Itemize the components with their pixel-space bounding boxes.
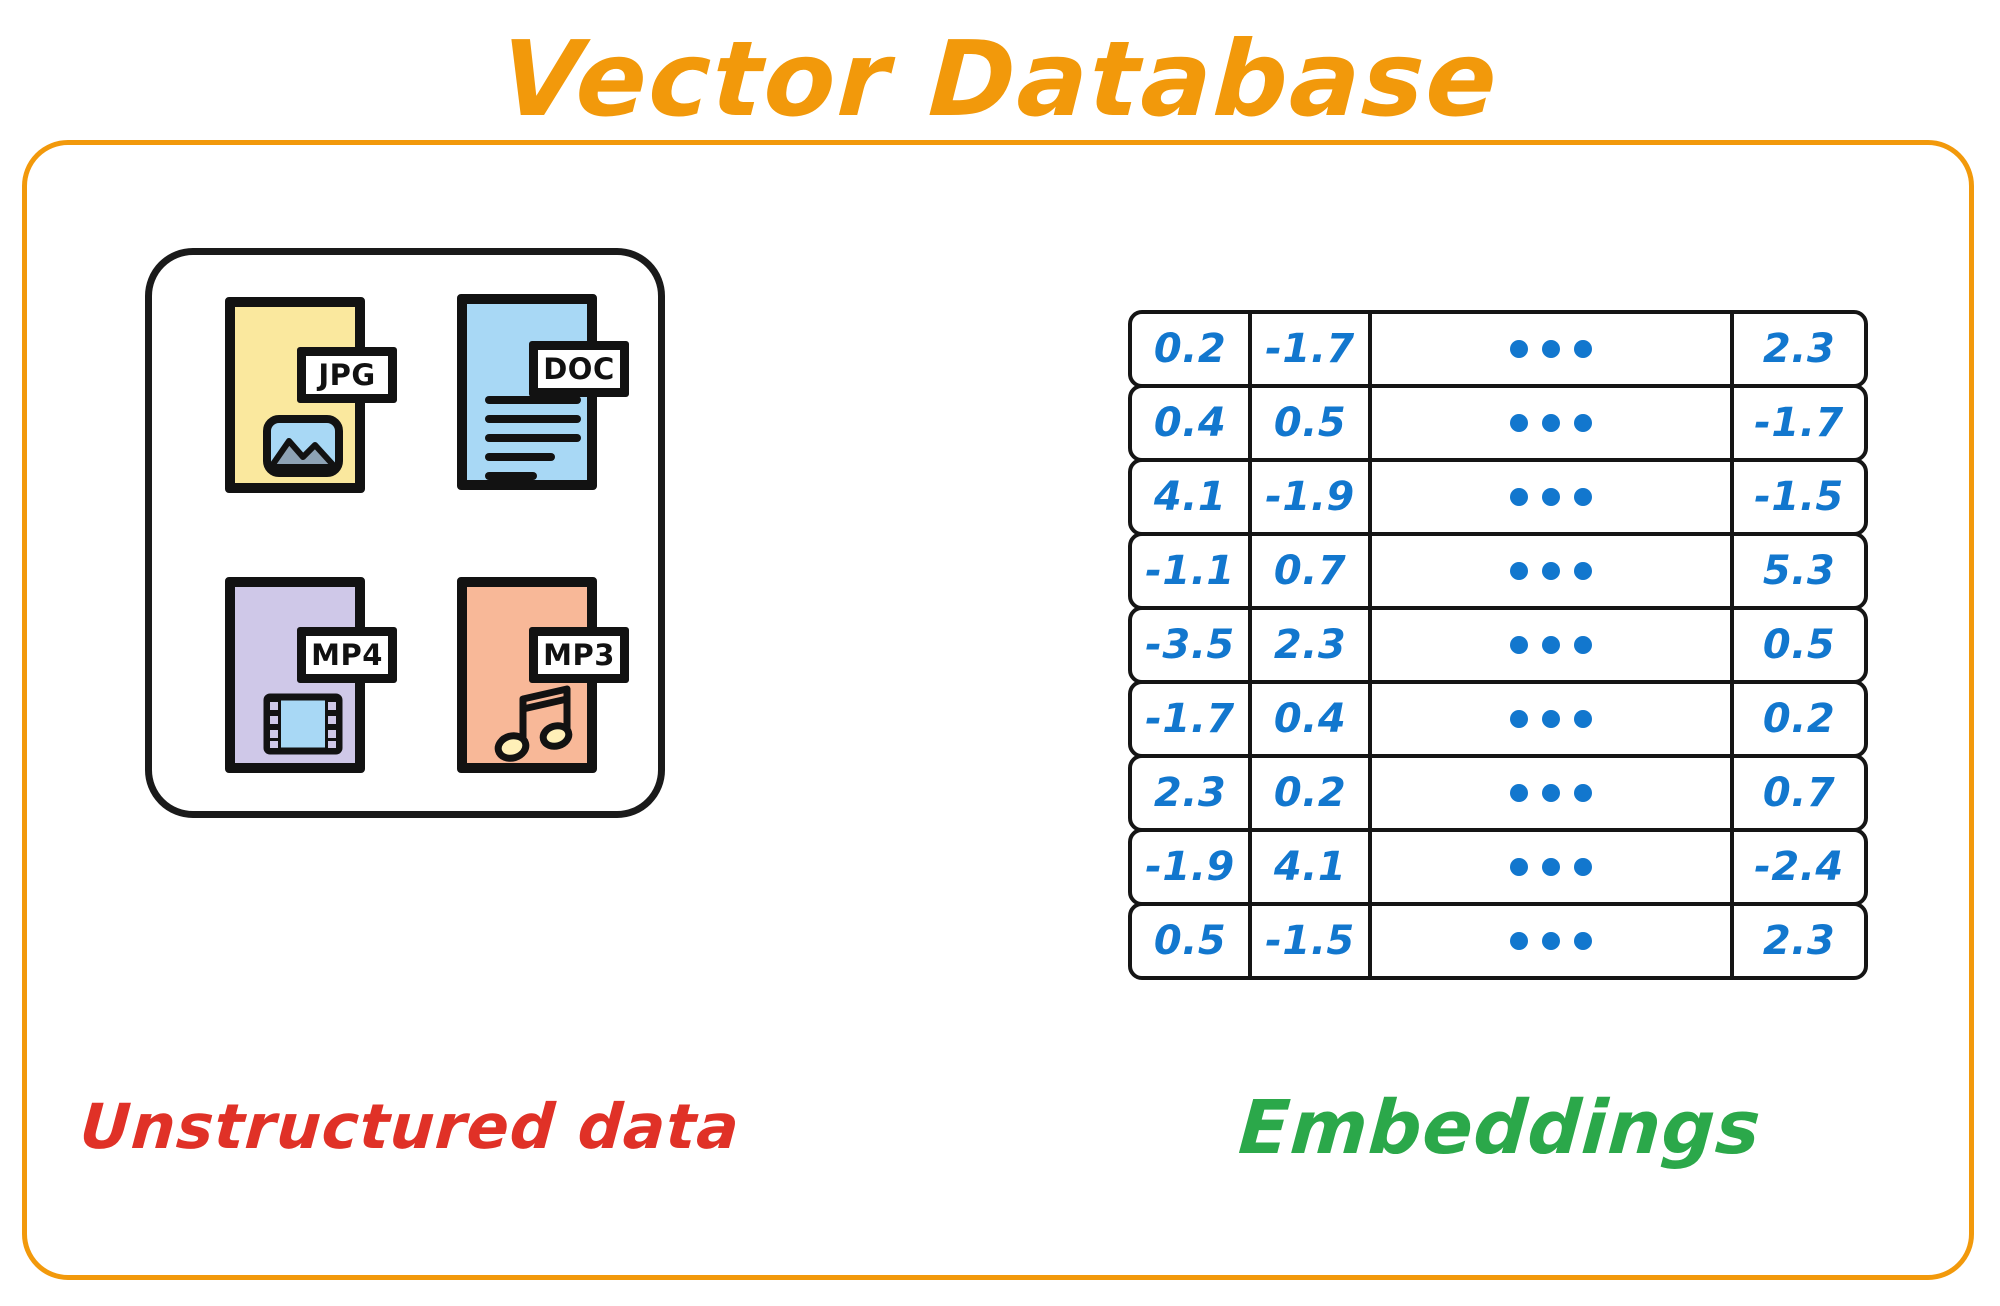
ellipsis-dots (1372, 388, 1734, 458)
dots-glyph (1510, 932, 1592, 950)
embedding-value: 0.5 (1762, 622, 1836, 668)
file-icon-grid: JPG DOC (152, 255, 658, 811)
music-note-icon (494, 685, 573, 762)
embedding-value: 5.3 (1762, 548, 1836, 594)
embedding-value: 2.3 (1762, 918, 1836, 964)
embedding-value: -1.7 (1132, 684, 1252, 754)
embedding-value: -1.7 (1252, 314, 1372, 384)
ellipsis-dots (1372, 906, 1734, 976)
dots-glyph (1510, 562, 1592, 580)
dots-glyph (1510, 858, 1592, 876)
embedding-value: -1.7 (1754, 400, 1844, 446)
document-icon (485, 396, 581, 491)
file-tag-mp4: MP4 (297, 627, 397, 683)
file-tag-doc: DOC (529, 341, 629, 397)
embedding-value: 0.5 (1252, 388, 1372, 458)
embedding-value: 2.3 (1762, 326, 1836, 372)
embedding-row: 0.5-1.5 2.3 (1128, 902, 1868, 980)
file-card-mp4[interactable]: MP4 (225, 577, 397, 773)
dots-glyph (1510, 636, 1592, 654)
embedding-value: -1.5 (1252, 906, 1372, 976)
embedding-value: 4.1 (1252, 832, 1372, 902)
ellipsis-dots (1372, 610, 1734, 680)
ellipsis-dots (1372, 314, 1734, 384)
dots-glyph (1510, 414, 1592, 432)
file-card-doc[interactable]: DOC (457, 294, 629, 491)
embedding-value: 0.4 (1132, 388, 1252, 458)
file-tag-mp3: MP3 (529, 627, 629, 683)
unstructured-data-box: JPG DOC (145, 248, 665, 818)
embedding-value: 4.1 (1132, 462, 1252, 532)
embedding-value: 0.5 (1132, 906, 1252, 976)
embedding-value: -1.9 (1252, 462, 1372, 532)
file-card-jpg[interactable]: JPG (225, 297, 397, 493)
embedding-value: -1.9 (1132, 832, 1252, 902)
embedding-value: 0.4 (1252, 684, 1372, 754)
file-card-mp3[interactable]: MP3 (457, 577, 629, 773)
ellipsis-dots (1372, 684, 1734, 754)
embedding-value: -2.4 (1754, 844, 1844, 890)
dots-glyph (1510, 784, 1592, 802)
film-strip-icon (263, 693, 343, 755)
unstructured-data-caption: Unstructured data (77, 1090, 743, 1163)
embedding-value: 0.7 (1252, 536, 1372, 606)
embedding-value: 0.2 (1252, 758, 1372, 828)
dots-glyph (1510, 488, 1592, 506)
page-title: Vector Database (498, 18, 1502, 140)
embeddings-caption: Embeddings (1236, 1085, 1764, 1171)
embedding-value: 2.3 (1132, 758, 1252, 828)
ellipsis-dots (1372, 462, 1734, 532)
image-icon (263, 415, 343, 477)
embedding-value: 2.3 (1252, 610, 1372, 680)
ellipsis-dots (1372, 758, 1734, 828)
embedding-row: 0.2-1.7 2.3 (1128, 310, 1868, 388)
embedding-value: 0.2 (1132, 314, 1252, 384)
ellipsis-dots (1372, 536, 1734, 606)
embedding-value: -1.5 (1754, 474, 1844, 520)
dots-glyph (1510, 710, 1592, 728)
embedding-value: 0.7 (1762, 770, 1836, 816)
embedding-value: -3.5 (1132, 610, 1252, 680)
file-tag-jpg: JPG (297, 347, 397, 403)
dots-glyph (1510, 340, 1592, 358)
embedding-value: -1.1 (1132, 536, 1252, 606)
ellipsis-dots (1372, 832, 1734, 902)
embedding-row: 4.1-1.9 -1.5 (1128, 458, 1868, 536)
embedding-value: 0.2 (1762, 696, 1836, 742)
